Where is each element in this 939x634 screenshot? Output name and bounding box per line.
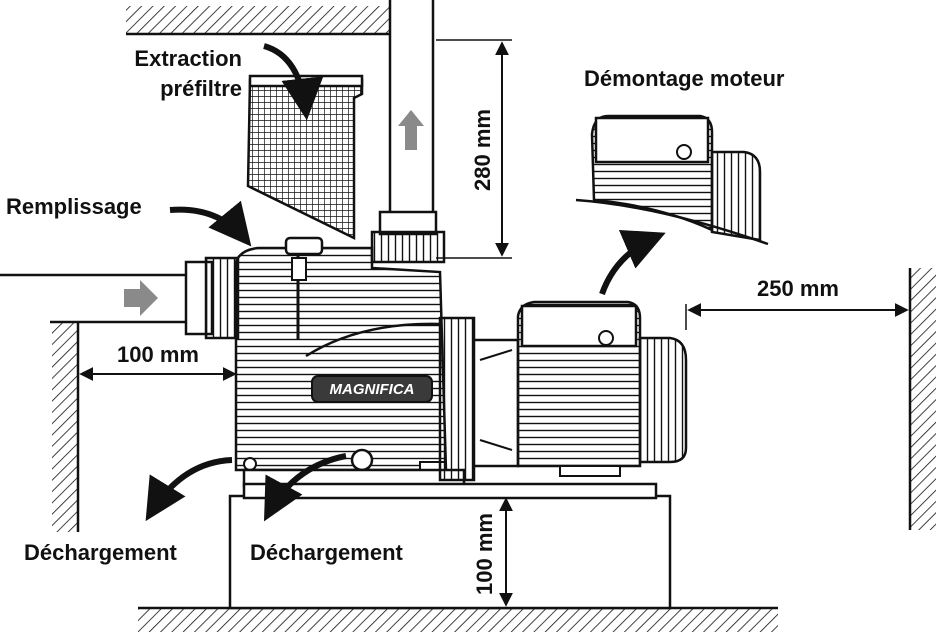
motor-clearance-label: 250 mm <box>757 276 839 301</box>
floor <box>138 606 778 632</box>
extraction-label-line1: Extraction <box>134 46 242 71</box>
pump-footplate <box>242 482 658 500</box>
arrow-right-icon <box>124 280 158 316</box>
remplissage-label: Remplissage <box>6 194 142 219</box>
detached-motor <box>575 114 769 246</box>
extraction-label-line2: préfiltre <box>160 76 242 101</box>
demontage-arrow <box>599 229 666 296</box>
inlet-wall-label: 100 mm <box>117 342 199 367</box>
dimension-motor-clearance <box>685 303 909 330</box>
demontage-label: Démontage moteur <box>584 66 785 91</box>
remplissage-arrow <box>169 200 252 247</box>
arrow-up-icon <box>398 110 424 150</box>
top-clearance-label: 280 mm <box>470 109 495 191</box>
dechargement-right-label: Déchargement <box>250 540 404 565</box>
dechargement-left-label: Déchargement <box>24 540 178 565</box>
concrete-base <box>228 494 672 610</box>
left-wall <box>52 322 80 532</box>
base-height-label: 100 mm <box>472 513 497 595</box>
pump-flange <box>438 316 520 482</box>
dimension-top-clearance <box>436 39 512 259</box>
ceiling <box>126 6 390 36</box>
brand-badge-text: MAGNIFICA <box>330 381 415 398</box>
dechargement-right-arrow <box>263 453 347 522</box>
right-wall <box>908 268 936 530</box>
pump-body <box>234 236 466 488</box>
extraction-arrow <box>263 43 324 121</box>
dechargement-left-arrow <box>145 457 233 522</box>
motor <box>516 300 688 477</box>
inlet-pipe <box>0 256 240 340</box>
